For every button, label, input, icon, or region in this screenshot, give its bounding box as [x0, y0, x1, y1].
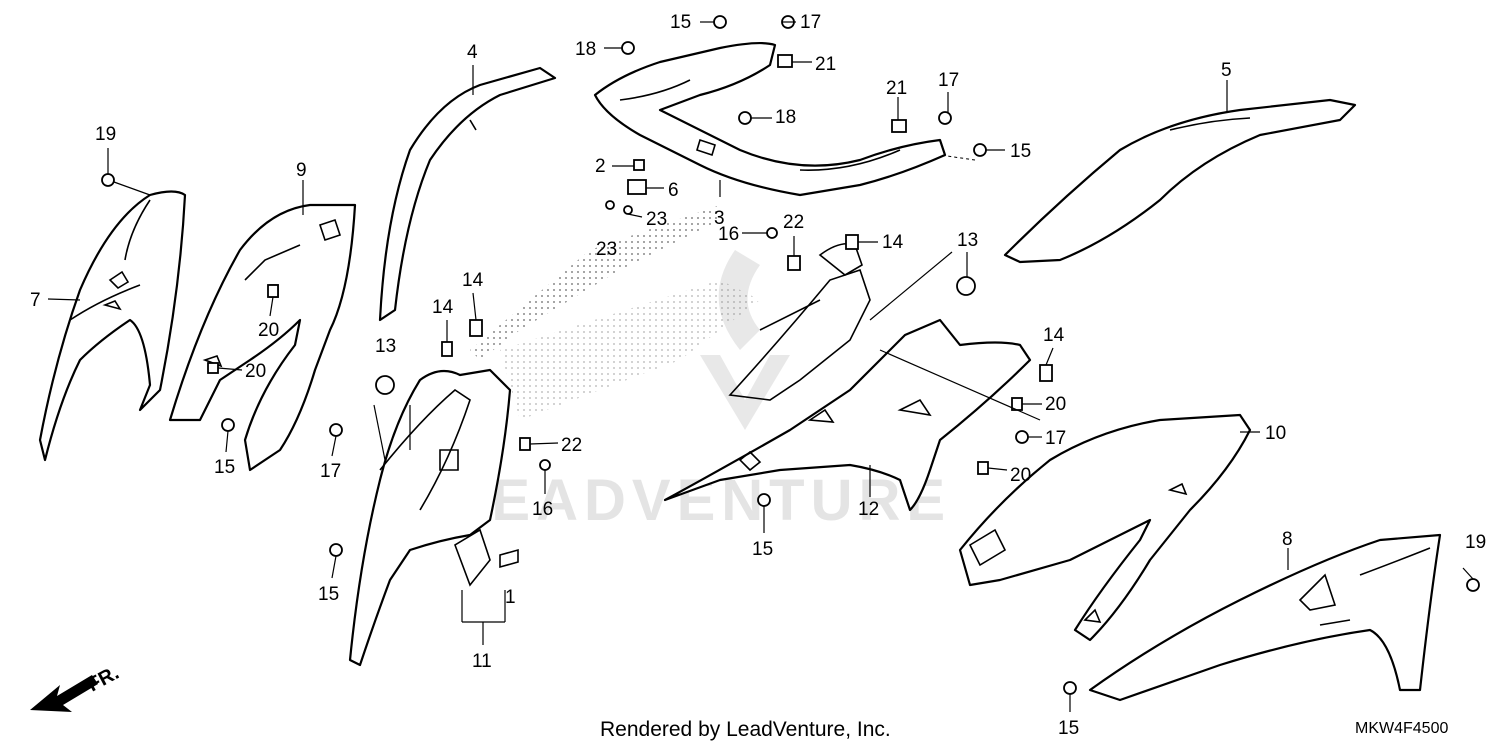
- bolt-17-d-icon: [1015, 430, 1029, 444]
- callout-22-a: 22: [561, 435, 582, 456]
- callout-2: 2: [595, 156, 606, 177]
- callout-20-a: 20: [258, 320, 279, 341]
- clip-22-a-icon: [519, 437, 531, 451]
- callout-1: 1: [505, 587, 516, 608]
- part-8-right-side-cover: [1088, 533, 1442, 702]
- callout-23-b: 23: [596, 239, 617, 260]
- callout-11: 11: [472, 651, 492, 672]
- callout-20-d: 20: [1010, 465, 1031, 486]
- part-10-right-inner-panel: [958, 413, 1252, 642]
- bolt-15-d-icon: [973, 143, 987, 157]
- callout-13-left: 13: [375, 336, 396, 357]
- callout-14-b: 14: [432, 297, 454, 318]
- bolt-15-e-icon: [757, 493, 771, 507]
- screw-23-a-icon: [605, 200, 615, 210]
- callout-17-d: 17: [1045, 428, 1066, 449]
- clip-20-b-icon: [207, 362, 219, 374]
- bolt-17-a-icon: [329, 423, 343, 437]
- clip-20-d-icon: [977, 461, 989, 475]
- bolt-15-b-icon: [329, 543, 343, 557]
- diagram-code: MKW4F4500: [1355, 720, 1449, 737]
- callout-19-right: 19: [1465, 532, 1486, 553]
- collar-14-c-icon: [845, 234, 859, 250]
- callout-9: 9: [296, 160, 307, 181]
- bolt-15-c-icon: [713, 15, 727, 29]
- callout-20-c: 20: [1045, 394, 1066, 415]
- callout-15-a: 15: [214, 457, 235, 478]
- callout-14-c: 14: [882, 232, 904, 253]
- callout-5: 5: [1221, 60, 1232, 81]
- callout-21-a: 21: [815, 54, 836, 75]
- callout-12: 12: [858, 499, 879, 520]
- callout-10: 10: [1265, 423, 1286, 444]
- callout-8: 8: [1282, 529, 1293, 550]
- callout-16-b: 16: [718, 224, 739, 245]
- callout-18-a: 18: [575, 39, 596, 60]
- collar-14-b-icon: [469, 319, 483, 337]
- footer-credit: Rendered by LeadVenture, Inc.: [600, 718, 891, 741]
- clip-6-icon: [627, 179, 647, 195]
- bolt-16-b-icon: [766, 227, 778, 239]
- part-5-right-trim: [1003, 98, 1357, 264]
- callout-7: 7: [30, 290, 41, 311]
- callout-15-b: 15: [318, 584, 339, 605]
- bolt-18-b-icon: [738, 111, 752, 125]
- bolt-15-a-icon: [221, 418, 235, 432]
- clip-22-b-icon: [787, 255, 801, 271]
- grommet-13-right-icon: [956, 276, 976, 296]
- part-4-left-trim: [378, 66, 557, 322]
- callout-17-b: 17: [800, 12, 821, 33]
- bolt-17-c-icon: [938, 111, 952, 125]
- callout-15-f: 15: [1058, 718, 1079, 739]
- callout-leaders: [107, 21, 1474, 712]
- callout-23-a: 23: [646, 209, 667, 230]
- part-11-center-left-panel: [348, 368, 519, 667]
- callout-18-b: 18: [775, 107, 796, 128]
- stipple-area-right: [500, 280, 760, 420]
- callout-20-b: 20: [245, 361, 266, 382]
- callout-13-right: 13: [957, 230, 978, 251]
- screw-23-b-icon: [623, 205, 633, 215]
- watermark-text: LEADVENTURE: [450, 468, 951, 533]
- callout-22-b: 22: [783, 212, 804, 233]
- part-3-upper-frame: [593, 41, 947, 197]
- callout-6: 6: [668, 180, 679, 201]
- callout-17-a: 17: [320, 461, 341, 482]
- callout-15-d: 15: [1010, 141, 1031, 162]
- clip-20-a-icon: [267, 284, 279, 298]
- bolt-19-right-icon: [1466, 578, 1480, 592]
- callout-3: 3: [714, 208, 725, 229]
- callout-15-c: 15: [670, 12, 691, 33]
- bolt-15-f-icon: [1063, 681, 1077, 695]
- bolt-19-left-icon: [101, 173, 115, 187]
- callout-labels: 1 2 3 4 5 6 7 8 9 10 11 12 13 13 14 14 1…: [30, 12, 1486, 739]
- callout-15-e: 15: [752, 539, 773, 560]
- bolt-18-a-icon: [621, 41, 635, 55]
- callout-16-a: 16: [532, 499, 553, 520]
- callout-14-a: 14: [462, 270, 484, 291]
- leader-lines: [47, 65, 1289, 645]
- clip-21-a-icon: [777, 54, 793, 68]
- callout-19-left: 19: [95, 124, 116, 145]
- watermark-logo: LEADVENTURE: [450, 250, 951, 533]
- bolt-16-a-icon: [539, 459, 551, 471]
- callout-14-d: 14: [1043, 325, 1065, 346]
- front-direction-indicator: FR.: [30, 662, 123, 712]
- callout-4: 4: [467, 42, 478, 63]
- callout-17-c: 17: [938, 70, 959, 91]
- callout-21-b: 21: [886, 78, 907, 99]
- fasteners: [101, 15, 1480, 695]
- clip-21-b-icon: [891, 119, 907, 133]
- grommet-13-left-icon: [375, 375, 395, 395]
- direction-label: FR.: [84, 662, 123, 697]
- part-7-left-side-cover: [38, 190, 187, 462]
- stipple-area: [470, 205, 720, 360]
- collar-14-a-icon: [441, 341, 453, 357]
- collar-14-d-icon: [1039, 364, 1053, 382]
- nut-2-icon: [633, 159, 645, 171]
